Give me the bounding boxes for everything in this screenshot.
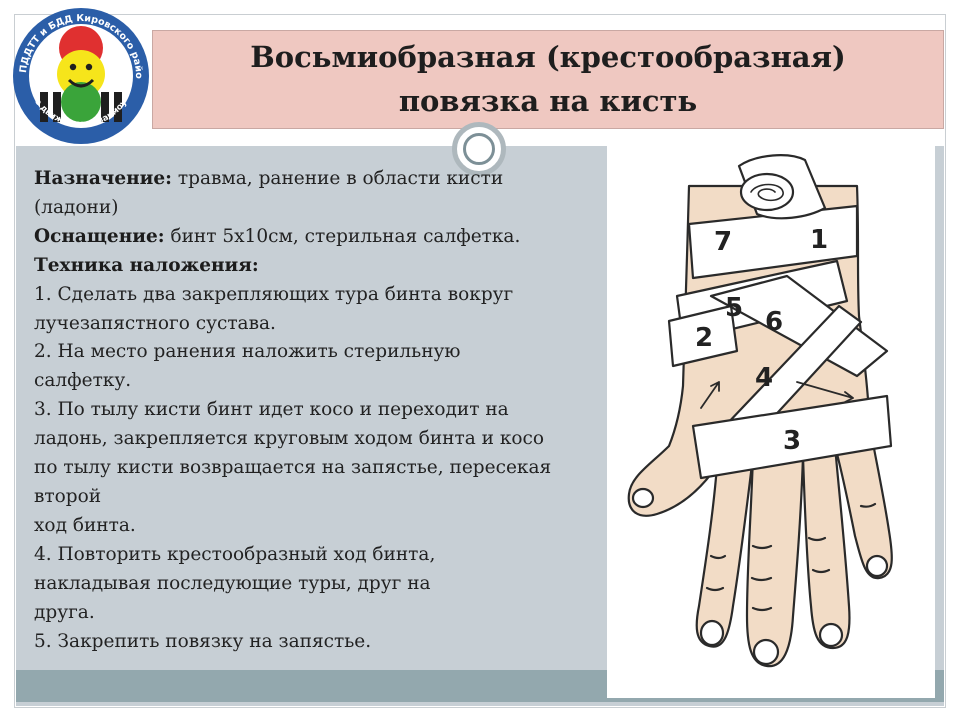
step-line: ладонь, закрепляется круговым ходом бинт… <box>34 428 545 450</box>
step-line: накладывая последующие туры, друг на <box>34 572 431 594</box>
equipment-text: бинт 5х10см, стерильная салфетка. <box>164 225 521 247</box>
purpose-paragraph: Назначение: травма, ранение в области ки… <box>34 165 614 194</box>
title-line-1: Восьмиобразная (крестообразная) <box>250 40 846 74</box>
title-line-2: повязка на кисть <box>398 83 698 118</box>
equipment-label: Оснащение: <box>34 225 165 247</box>
hand-bandage-illustration: 7 1 5 6 2 4 3 <box>627 154 893 668</box>
tour-number-4: 4 <box>755 363 773 393</box>
step-line: 5. Закрепить повязку на запястье. <box>34 630 372 652</box>
step-line: по тылу кисти возвращается на запястье, … <box>34 457 552 479</box>
bandage-tour-3 <box>691 394 893 480</box>
purpose-label: Назначение: <box>34 168 172 189</box>
tour-number-1: 1 <box>810 225 828 255</box>
step-line: лучезапястного сустава. <box>34 312 276 334</box>
tour-number-5: 5 <box>725 293 743 323</box>
tour-number-3: 3 <box>783 426 801 456</box>
step-line: ход бинта. <box>34 514 136 536</box>
step-line: 1. Сделать два закрепляющих тура бинта в… <box>34 283 514 305</box>
bandage-tour-2 <box>667 304 739 368</box>
technique-heading: Техника наложения: <box>34 252 614 281</box>
hand-bandage-figure: 7 1 5 6 2 4 3 <box>607 146 935 698</box>
title-box: Восьмиобразная (крестообразная) повязка … <box>152 30 944 129</box>
step-line: друга. <box>34 601 95 623</box>
instructions-text: Назначение: травма, ранение в области ки… <box>34 165 614 656</box>
step-line: 2. На место ранения наложить стерильную <box>34 341 461 363</box>
logo-emblem-icon: РОЦ по ПДДТТ и БДД Кировского района СПб… <box>2 0 149 144</box>
equipment-paragraph: Оснащение: бинт 5х10см, стерильная салфе… <box>34 223 614 252</box>
slide-title: Восьмиобразная (крестообразная) повязка … <box>250 36 845 123</box>
purpose-text: травма, ранение в области кисти <box>171 168 504 189</box>
purpose-text-cont: (ладони) <box>34 196 119 218</box>
technique-label: Техника наложения: <box>34 254 259 276</box>
step-line: салфетку. <box>34 370 132 392</box>
organization-logo: РОЦ по ПДДТТ и БДД Кировского района СПб… <box>2 0 156 146</box>
step-line: 4. Повторить крестообразный ход бинта, <box>34 543 436 565</box>
tour-number-7: 7 <box>714 227 732 257</box>
connector-ring-icon <box>452 122 506 176</box>
tour-number-2: 2 <box>695 323 713 353</box>
step-line: второй <box>34 485 102 507</box>
tour-number-6: 6 <box>765 307 783 337</box>
step-line: 3. По тылу кисти бинт идет косо и перехо… <box>34 399 509 421</box>
